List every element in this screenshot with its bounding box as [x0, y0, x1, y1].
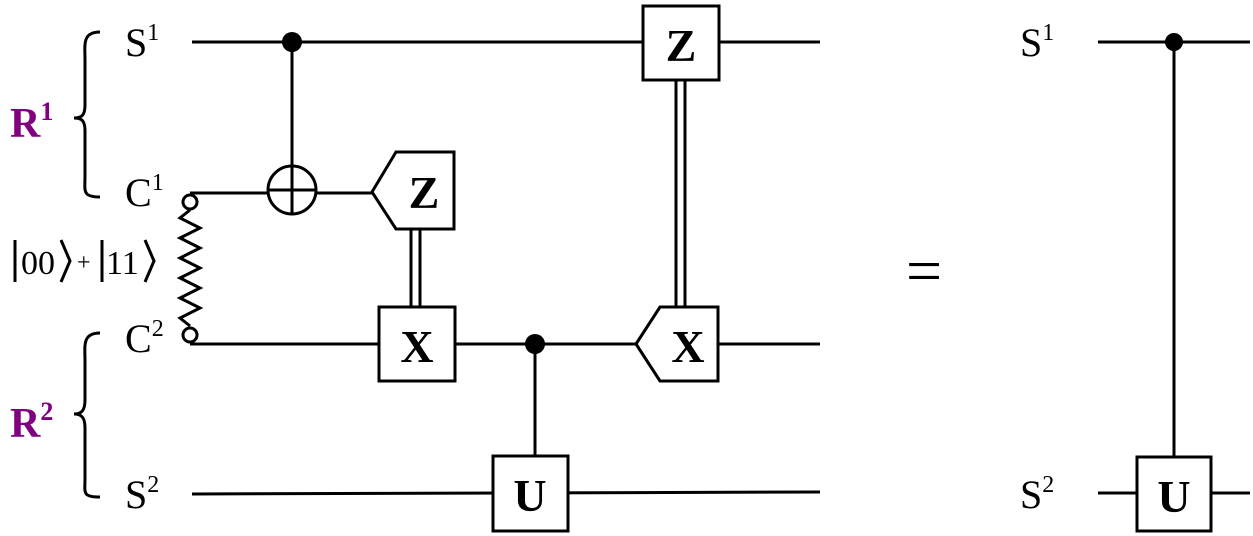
- register-r1: R1: [10, 30, 101, 199]
- right-wire-label-s2: S2: [1020, 472, 1054, 517]
- register-r2-label: R2: [10, 397, 53, 447]
- right-wire-label-s1: S1: [1020, 20, 1054, 65]
- x-measurement: X: [634, 305, 720, 383]
- z-measurement-label: Z: [409, 167, 440, 218]
- plus-sign: +: [77, 250, 91, 276]
- wire-label-c2: C2: [125, 316, 164, 361]
- register-r2-base: R: [10, 401, 41, 447]
- register-r1-sup: 1: [40, 97, 53, 126]
- u-gate-right-label: U: [1157, 471, 1190, 522]
- entangled-state-label: 00 + 11: [13, 239, 156, 283]
- register-r2-sup: 2: [40, 397, 53, 426]
- right-control-dot: [1165, 33, 1183, 51]
- wire-label-s1: S1: [125, 20, 159, 65]
- entanglement-link: [176, 208, 204, 328]
- cnot-control-dot: [282, 32, 302, 52]
- u-gate-left-label: U: [513, 470, 546, 521]
- equivalent-circuit: S1 S2 U: [1020, 20, 1250, 533]
- z-measurement: Z: [370, 150, 456, 231]
- equals-sign: =: [906, 235, 942, 306]
- u-gate-right: [1135, 455, 1213, 533]
- ket-11: 11: [106, 245, 139, 282]
- brace-r2: [73, 331, 101, 499]
- u-control-dot: [525, 334, 545, 354]
- brace-r1: [73, 30, 101, 199]
- wire-c2-endpoint: [181, 326, 199, 344]
- wire-label-c1: C1: [125, 170, 164, 215]
- classical-wire-x-to-z: [674, 80, 687, 307]
- cnot-gate: [266, 32, 318, 216]
- wire-label-s2: S2: [125, 472, 159, 517]
- u-gate-left: [491, 454, 570, 533]
- register-r1-label: R1: [10, 97, 53, 147]
- x-gate: X: [377, 305, 457, 383]
- ket-00: 00: [21, 245, 55, 282]
- controlled-u: U: [491, 334, 570, 533]
- classical-wire-z-to-x: [409, 229, 422, 307]
- z-gate-top-label: Z: [666, 20, 697, 71]
- z-gate-top: Z: [641, 4, 721, 82]
- wire-c1-endpoint: [181, 193, 199, 211]
- register-r2: R2: [10, 331, 101, 499]
- register-r1-base: R: [10, 101, 41, 147]
- x-gate-label: X: [400, 321, 433, 372]
- x-measurement-label: X: [671, 321, 704, 372]
